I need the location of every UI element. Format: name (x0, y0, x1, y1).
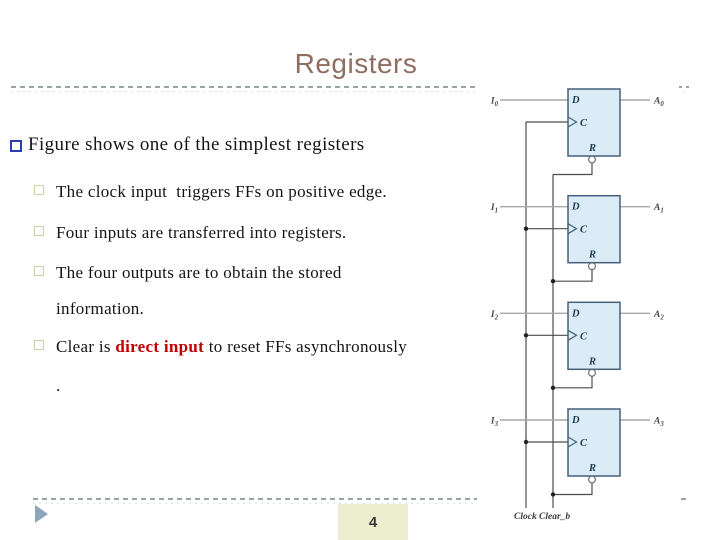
bullet-sub3-line2-text: information. (56, 299, 145, 318)
svg-text:C: C (580, 225, 588, 236)
svg-text:A2: A2 (653, 310, 664, 322)
bullet-level1-text: Figure shows one of the simplest registe… (28, 134, 365, 155)
svg-text:A0: A0 (653, 97, 664, 109)
page-title: Registers (294, 48, 418, 79)
svg-text:C: C (580, 118, 588, 129)
level1-bullet-square (10, 140, 22, 152)
level2-bullet-square (34, 340, 44, 350)
page-number: 4 (368, 513, 378, 531)
page-number-box: 4 (338, 504, 408, 540)
footer-divider-dashed-line (33, 498, 689, 500)
svg-text:D: D (571, 308, 580, 319)
svg-text:R: R (588, 250, 596, 261)
footer-divider-dotted-line (33, 503, 679, 504)
svg-text:A1: A1 (653, 203, 664, 215)
bullet-sub3-line1-text: The four outputs are to obtain the store… (56, 263, 342, 282)
svg-text:Clear_b: Clear_b (539, 512, 570, 522)
title-divider-dashed-line (11, 86, 689, 88)
svg-text:I2: I2 (490, 310, 499, 322)
svg-text:I1: I1 (490, 203, 498, 215)
svg-text:R: R (588, 143, 596, 154)
svg-text:I3: I3 (490, 417, 499, 429)
svg-text:R: R (588, 356, 596, 367)
bullet-sub4-line1-text: Clear is direct input to reset FFs async… (56, 337, 408, 356)
svg-text:C: C (580, 331, 588, 342)
title-divider-dotted-line (11, 91, 689, 92)
svg-text:D: D (571, 95, 580, 106)
svg-text:I0: I0 (490, 97, 499, 109)
level2-bullet-square (34, 185, 44, 195)
svg-text:Clock: Clock (514, 512, 537, 522)
footer-arrow-icon (35, 505, 48, 523)
svg-text:D: D (571, 415, 580, 426)
svg-text:A3: A3 (653, 417, 664, 429)
svg-text:C: C (580, 438, 588, 449)
svg-text:D: D (571, 202, 580, 213)
svg-text:R: R (588, 463, 596, 474)
bullet-sub4-line2-text: . (56, 376, 61, 395)
level2-bullet-square (34, 226, 44, 236)
bullet-sub1-text: The clock input triggers FFs on positive… (56, 182, 387, 201)
bullet-sub2-text: Four inputs are transferred into registe… (56, 223, 347, 242)
level2-bullet-square (34, 266, 44, 276)
